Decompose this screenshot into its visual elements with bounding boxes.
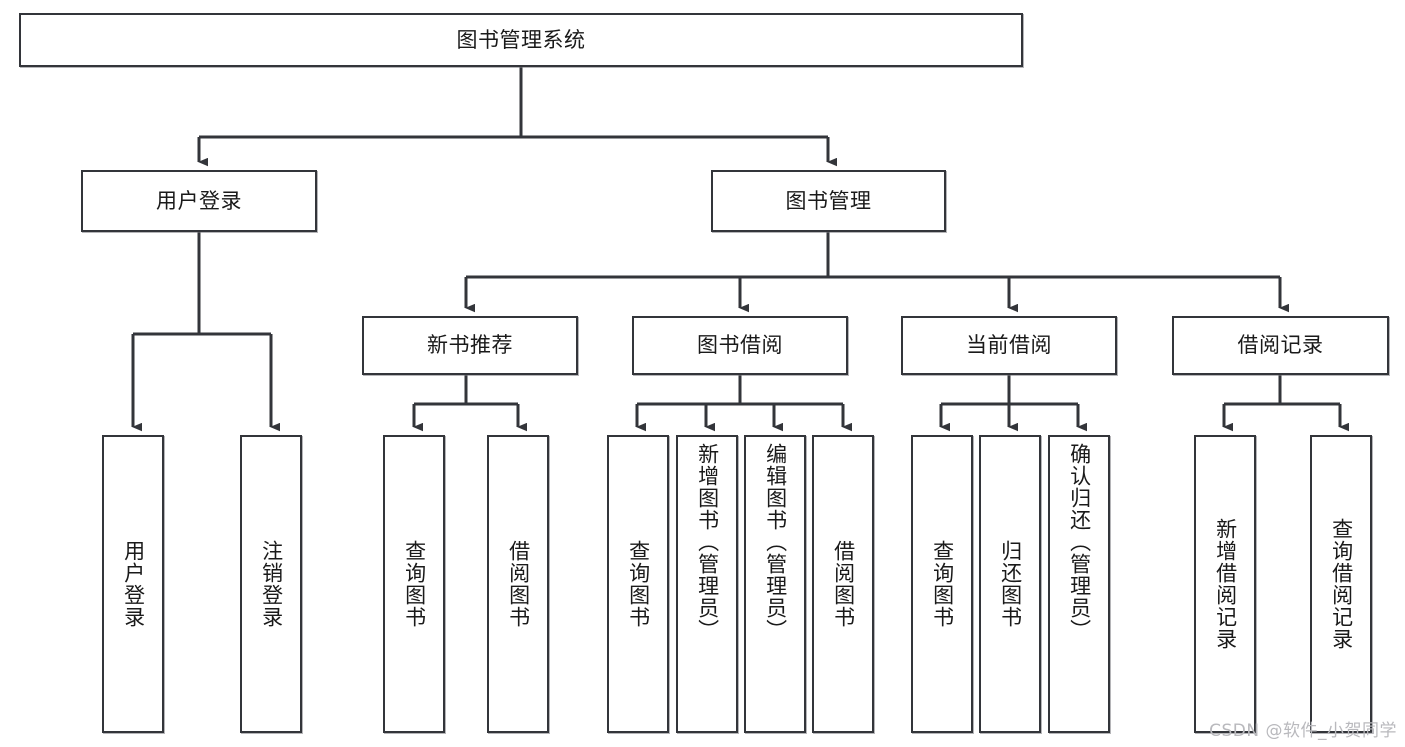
node-leaf-confirm-return-label: 确认归还（管理员） xyxy=(1067,443,1092,641)
node-user-login-label: 用户登录 xyxy=(156,188,242,213)
node-book-borrow[interactable]: 图书借阅 xyxy=(632,316,848,375)
node-leaf-user-logout[interactable]: 注销登录 xyxy=(240,435,302,733)
node-borrow-record-label: 借阅记录 xyxy=(1237,333,1324,358)
node-leaf-add-record-label: 新增借阅记录 xyxy=(1213,518,1238,650)
node-leaf-query-record-label: 查询借阅记录 xyxy=(1329,518,1354,650)
node-leaf-query-book-3-label: 查询图书 xyxy=(930,540,955,628)
csdn-watermark: CSDN @软件_小贺同学 xyxy=(1209,721,1397,741)
node-leaf-borrow-book-2[interactable]: 借阅图书 xyxy=(812,435,874,733)
node-leaf-edit-book-label: 编辑图书（管理员） xyxy=(763,443,788,641)
node-leaf-query-book-1[interactable]: 查询图书 xyxy=(383,435,445,733)
node-leaf-add-record[interactable]: 新增借阅记录 xyxy=(1194,435,1256,733)
node-root-label: 图书管理系统 xyxy=(456,27,586,52)
node-new-book-recommend[interactable]: 新书推荐 xyxy=(362,316,578,375)
node-leaf-user-logout-label: 注销登录 xyxy=(259,540,284,628)
node-leaf-borrow-book-1[interactable]: 借阅图书 xyxy=(487,435,549,733)
node-leaf-add-book-label: 新增图书（管理员） xyxy=(695,443,720,641)
node-new-book-recommend-label: 新书推荐 xyxy=(427,333,513,358)
node-leaf-borrow-book-1-label: 借阅图书 xyxy=(506,540,531,628)
node-leaf-query-book-1-label: 查询图书 xyxy=(402,540,427,628)
node-book-borrow-label: 图书借阅 xyxy=(697,333,783,358)
node-leaf-edit-book[interactable]: 编辑图书（管理员） xyxy=(744,435,806,733)
node-root[interactable]: 图书管理系统 xyxy=(19,13,1023,67)
node-leaf-query-book-3[interactable]: 查询图书 xyxy=(911,435,973,733)
node-leaf-user-login-label: 用户登录 xyxy=(121,540,146,628)
node-leaf-query-record[interactable]: 查询借阅记录 xyxy=(1310,435,1372,733)
node-leaf-add-book[interactable]: 新增图书（管理员） xyxy=(676,435,738,733)
node-leaf-return-book[interactable]: 归还图书 xyxy=(979,435,1041,733)
node-leaf-user-login[interactable]: 用户登录 xyxy=(102,435,164,733)
node-borrow-record[interactable]: 借阅记录 xyxy=(1172,316,1389,375)
node-leaf-confirm-return[interactable]: 确认归还（管理员） xyxy=(1048,435,1110,733)
node-user-login[interactable]: 用户登录 xyxy=(81,170,317,232)
node-leaf-query-book-2-label: 查询图书 xyxy=(626,540,651,628)
node-current-borrow-label: 当前借阅 xyxy=(966,333,1052,358)
node-current-borrow[interactable]: 当前借阅 xyxy=(901,316,1117,375)
node-leaf-query-book-2[interactable]: 查询图书 xyxy=(607,435,669,733)
node-leaf-borrow-book-2-label: 借阅图书 xyxy=(831,540,856,628)
node-book-manage[interactable]: 图书管理 xyxy=(711,170,946,232)
node-leaf-return-book-label: 归还图书 xyxy=(998,540,1023,628)
node-book-manage-label: 图书管理 xyxy=(785,188,872,213)
